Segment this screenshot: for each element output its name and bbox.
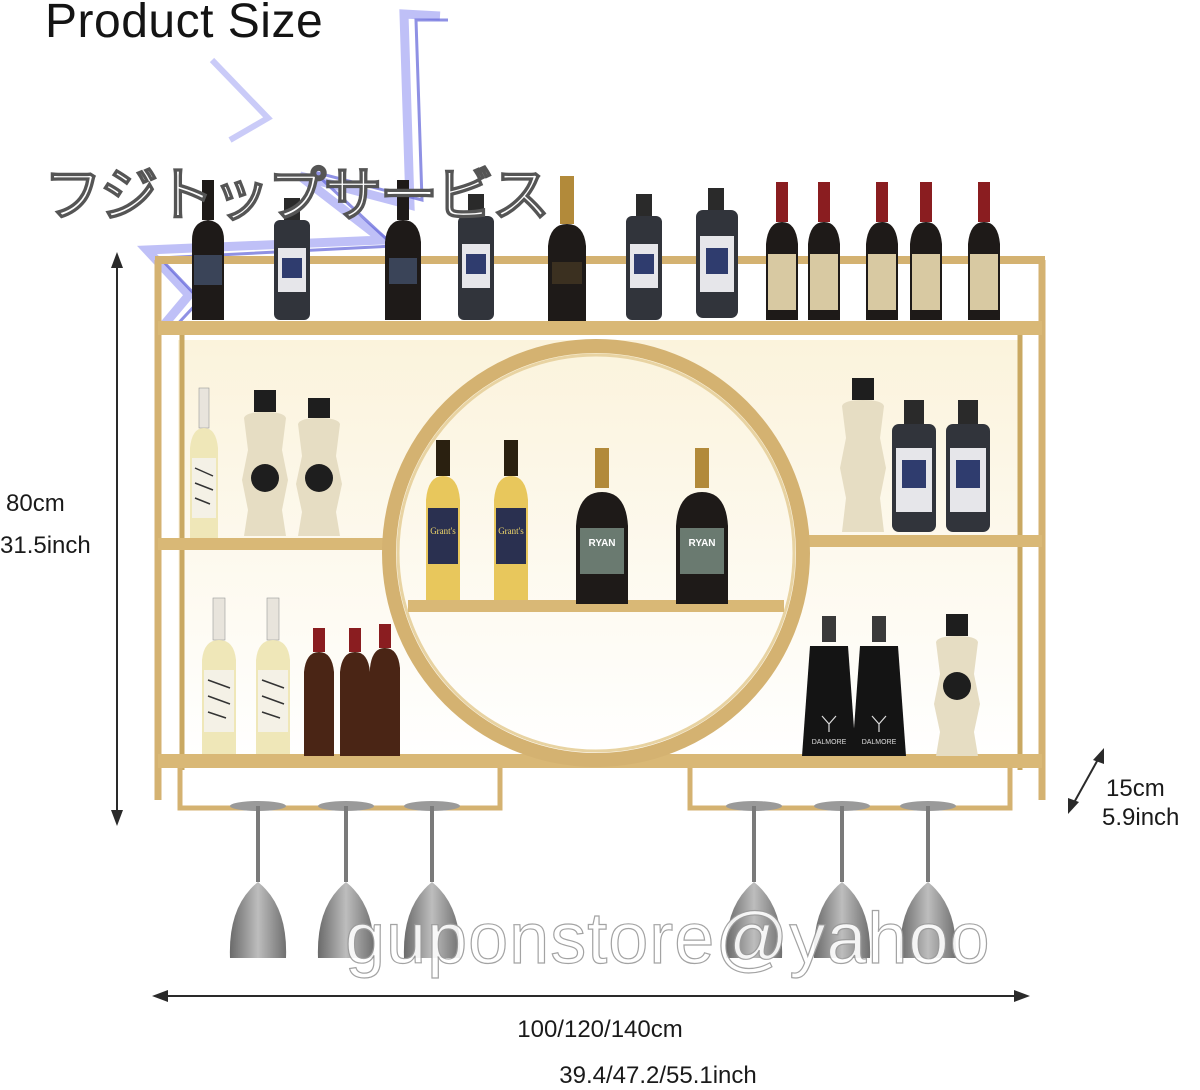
bottle (202, 597, 236, 754)
depth-inch-label: 5.9inch (1102, 804, 1180, 831)
bottle (934, 614, 980, 756)
bottle (304, 628, 334, 756)
middle-left-bottles (190, 387, 342, 538)
bottle-ryan: RYAN (576, 448, 628, 604)
bottle (458, 194, 494, 320)
bottle-dalmore: DALMORE (802, 616, 856, 756)
dimension-arrows (111, 252, 1104, 1002)
page-title: Product Size (45, 0, 324, 48)
ryan-label: RYAN (588, 538, 615, 549)
grants-label: Grant's (430, 526, 456, 536)
bottle (946, 400, 990, 532)
bottle (370, 624, 400, 756)
shop-name-watermark: フジトップサービス (43, 160, 551, 230)
bottle (766, 182, 798, 320)
bottle (892, 400, 936, 532)
bottle (808, 182, 840, 320)
height-cm-label: 80cm (6, 490, 65, 517)
depth-arrow (1070, 753, 1102, 809)
bottom-left-bottles (202, 597, 400, 756)
email-watermark: guponstore@yahoo (344, 898, 991, 979)
bottle-grants: Grant's (426, 440, 460, 600)
wine-glass (899, 801, 957, 958)
bottle (192, 180, 224, 320)
bottle (548, 176, 586, 321)
depth-cm-label: 15cm (1106, 775, 1165, 802)
ryan-label: RYAN (688, 538, 715, 549)
bottle-grants: Grant's (494, 440, 528, 600)
bottle (968, 182, 1000, 320)
dalmore-label: DALMORE (812, 739, 847, 746)
bottle (866, 182, 898, 320)
middle-right-bottles (840, 378, 990, 532)
grants-label: Grant's (498, 526, 524, 536)
height-inch-label: 31.5inch (0, 532, 91, 559)
wine-glass (229, 801, 287, 958)
width-cm-label: 100/120/140cm (517, 1016, 683, 1043)
top-shelf-bottles (192, 176, 1000, 321)
wine-glass (317, 801, 375, 958)
bottle (340, 628, 370, 756)
hanging-glasses (229, 801, 957, 958)
wine-glass (403, 801, 461, 958)
circle-shelf-bottles: Grant's Grant's RYAN RYAN (426, 440, 728, 604)
bottle (385, 180, 421, 320)
bottle (242, 390, 288, 536)
bottom-right-bottles: DALMORE DALMORE (802, 614, 980, 756)
bottle (296, 398, 342, 536)
bottle (696, 188, 738, 318)
bottle (256, 597, 290, 754)
bottle-dalmore: DALMORE (852, 616, 906, 756)
wine-glass (725, 801, 783, 958)
bottle (626, 194, 662, 320)
bottle (190, 387, 218, 538)
bottle (274, 198, 310, 320)
bottle-ryan: RYAN (676, 448, 728, 604)
bottle (840, 378, 886, 532)
bottle (910, 182, 942, 320)
width-inch-label: 39.4/47.2/55.1inch (559, 1062, 757, 1089)
dalmore-label: DALMORE (862, 739, 897, 746)
wine-glass (813, 801, 871, 958)
